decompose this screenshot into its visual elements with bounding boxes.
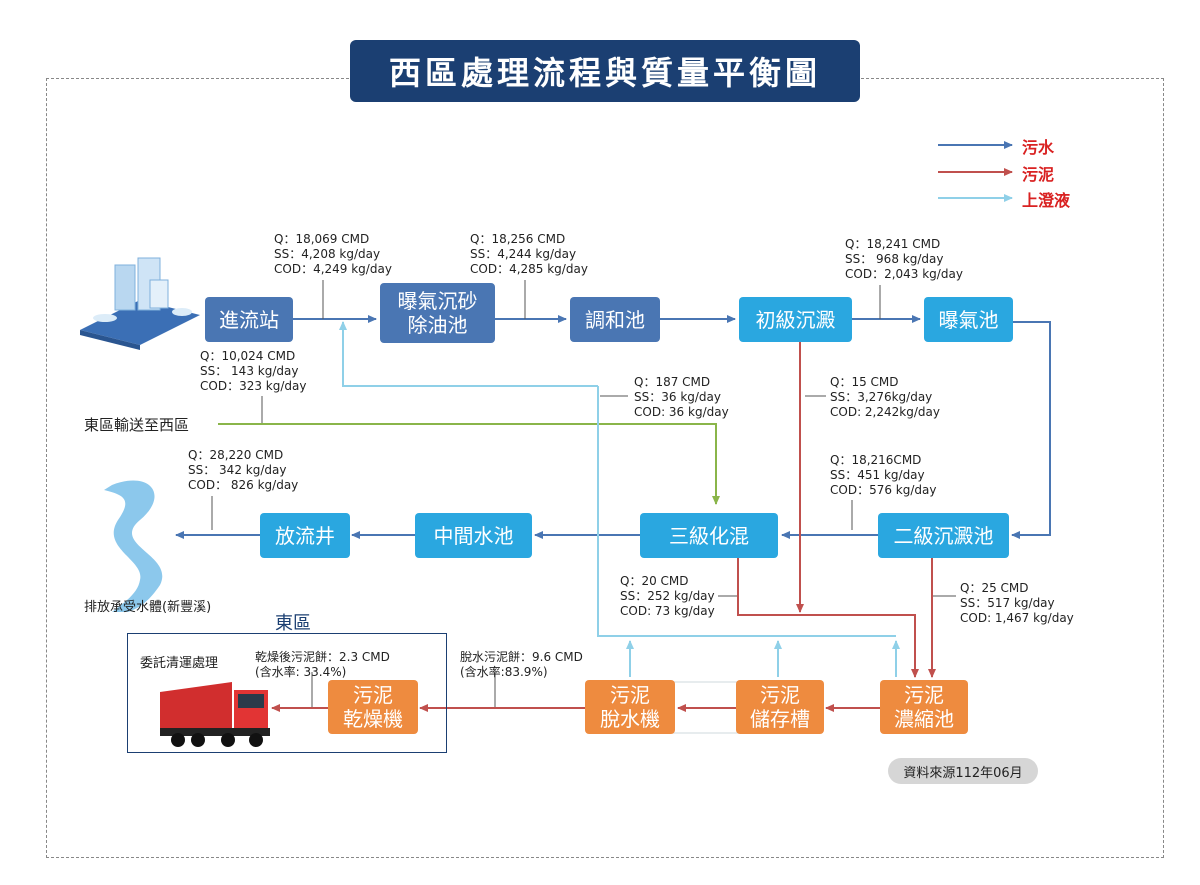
node-grit-chamber: 曝氣沉砂 除油池 bbox=[380, 283, 495, 343]
river-icon bbox=[104, 480, 163, 612]
node-sludge-thickener: 污泥 濃縮池 bbox=[880, 680, 968, 734]
node-middle-tank: 中間水池 bbox=[415, 513, 532, 558]
receiving-water-label: 排放承受水體(新豐溪) bbox=[84, 600, 212, 615]
treatment-plant-icon bbox=[80, 257, 200, 350]
dump-truck-icon bbox=[160, 682, 270, 747]
label-east-flow: Q：10,024 CMD SS： 143 kg/day COD：323 kg/d… bbox=[200, 349, 307, 393]
label-outfall-flow: Q：28,220 CMD SS： 342 kg/day COD： 826 kg/… bbox=[188, 448, 299, 492]
east-region-label: 東區 bbox=[275, 613, 311, 634]
node-aeration: 曝氣池 bbox=[924, 297, 1013, 342]
node-sludge-storage: 污泥 儲存槽 bbox=[736, 680, 824, 734]
flow-tertiary-sludge bbox=[737, 558, 919, 678]
legend-sewage: 污水 bbox=[1022, 138, 1055, 157]
contractor-label: 委託清運處理 bbox=[140, 656, 219, 671]
label-primary-sludge: Q：15 CMD SS：3,276kg/day COD: 2,242kg/day bbox=[830, 375, 940, 419]
page-title: 西區處理流程與質量平衡圖 bbox=[350, 40, 860, 102]
flow-east-transfer bbox=[218, 423, 720, 505]
label-secondary-flow: Q：18,216CMD SS：451 kg/day COD：576 kg/day bbox=[830, 453, 937, 497]
legend-sludge: 污泥 bbox=[1022, 165, 1055, 184]
label-secondary-sludge: Q：25 CMD SS：517 kg/day COD: 1,467 kg/day bbox=[960, 581, 1074, 625]
node-tertiary: 三級化混 bbox=[640, 513, 778, 558]
label-grit-flow: Q：18,256 CMD SS：4,244 kg/day COD：4,285 k… bbox=[470, 232, 588, 276]
flow-supernatant-collector bbox=[597, 386, 896, 637]
label-tertiary-sludge: Q：20 CMD SS：252 kg/day COD: 73 kg/day bbox=[620, 574, 715, 618]
legend-supernatant: 上澄液 bbox=[1022, 191, 1071, 210]
label-supernatant-flow: Q：187 CMD SS：36 kg/day COD: 36 kg/day bbox=[634, 375, 729, 419]
label-inlet-flow: Q：18,069 CMD SS：4,208 kg/day COD：4,249 k… bbox=[274, 232, 392, 276]
source-note: 資料來源112年06月 bbox=[888, 758, 1038, 784]
node-outfall: 放流井 bbox=[260, 513, 350, 558]
label-dried-cake: 乾燥後污泥餅：2.3 CMD (含水率: 33.4%) bbox=[255, 650, 390, 679]
node-sludge-dewater: 污泥 脫水機 bbox=[585, 680, 675, 734]
label-primary-flow: Q：18,241 CMD SS： 968 kg/day COD：2,043 kg… bbox=[845, 237, 963, 281]
node-secondary-clarifier: 二級沉澱池 bbox=[878, 513, 1009, 558]
flow-aeration-to-secondary bbox=[1011, 321, 1051, 539]
east-region-box bbox=[127, 633, 447, 753]
east-transfer-label: 東區輸送至西區 bbox=[84, 416, 190, 434]
node-equalization: 調和池 bbox=[570, 297, 660, 342]
node-sludge-dryer: 污泥 乾燥機 bbox=[328, 680, 418, 734]
node-inlet: 進流站 bbox=[205, 297, 293, 342]
label-dewatered-cake: 脫水污泥餅：9.6 CMD (含水率:83.9%) bbox=[460, 650, 583, 679]
flow-supernatant-return bbox=[339, 321, 598, 387]
node-primary-clarifier: 初級沉澱 bbox=[739, 297, 852, 342]
